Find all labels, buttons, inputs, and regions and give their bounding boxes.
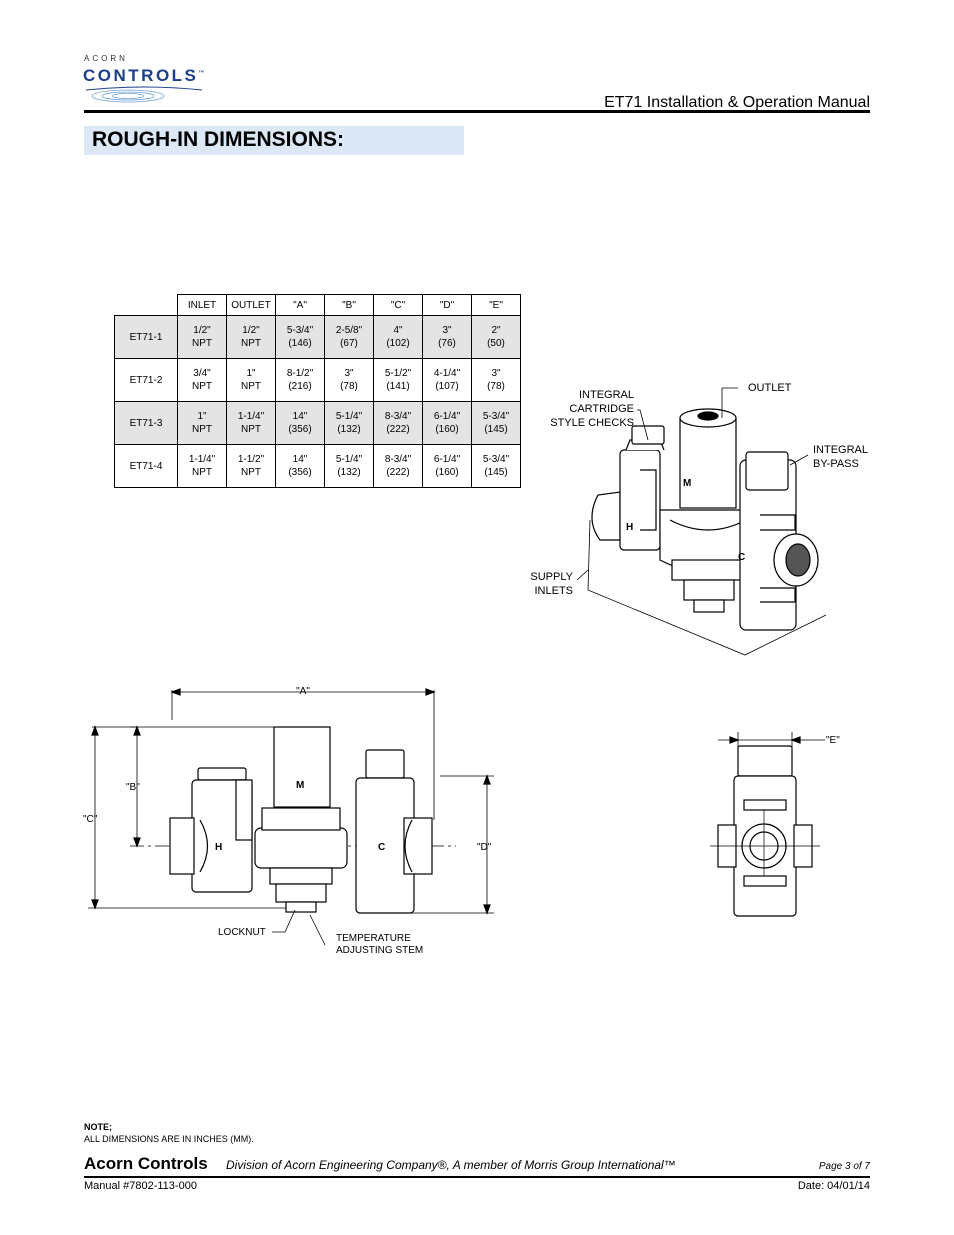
iso-letter-m: M <box>683 478 691 489</box>
dimension-c-label: "C" <box>83 814 98 825</box>
table-cell: 8-3/4"(222) <box>373 444 423 488</box>
logo-small-text: ACORN <box>84 54 128 63</box>
iso-label-checks-3: STYLE CHECKS <box>550 417 634 429</box>
logo: CONTROLS™ <box>83 66 207 86</box>
dimensions-table: INLET OUTLET "A" "B" "C" "D" "E" ET71-1 … <box>114 294 521 488</box>
table-cell: 2-5/8"(67) <box>324 315 374 359</box>
table-cell: 4"(102) <box>373 315 423 359</box>
table-cell: 5-1/2"(141) <box>373 358 423 402</box>
iso-label-checks-1: INTEGRAL <box>579 389 634 401</box>
dimension-b-label: "B" <box>126 782 140 793</box>
section-banner <box>84 126 464 155</box>
dimension-e-label: "E" <box>826 735 840 746</box>
side-view-drawing <box>710 732 825 917</box>
table-cell: 1-1/4"NPT <box>226 401 276 445</box>
isometric-valve-drawing <box>576 387 827 656</box>
table-cell: 1/2"NPT <box>226 315 276 359</box>
logo-tm: ™ <box>198 70 207 77</box>
section-title: ROUGH-IN DIMENSIONS: <box>92 128 344 151</box>
front-letter-m: M <box>296 780 304 791</box>
iso-label-supply-1: SUPPLY <box>530 571 573 583</box>
page-number: Page 3 of 7 <box>818 1161 870 1172</box>
iso-label-outlet: OUTLET <box>748 382 792 394</box>
stem-label-2: ADJUSTING STEM <box>336 945 423 956</box>
iso-letter-h: H <box>626 522 633 533</box>
document-date: Date: 04/01/14 <box>797 1180 870 1192</box>
manual-title: ET71 Installation & Operation Manual <box>604 94 870 111</box>
table-model-cell: ET71-3 <box>114 401 178 445</box>
note-heading: NOTE; <box>84 1122 112 1132</box>
iso-label-supply-2: INLETS <box>534 585 573 597</box>
table-cell: 6-1/4"(160) <box>422 401 472 445</box>
iso-label-checks-2: CARTRIDGE <box>569 403 634 415</box>
locknut-label: LOCKNUT <box>218 927 266 938</box>
iso-label-bypass-1: INTEGRAL <box>813 444 868 456</box>
iso-label-bypass-2: BY-PASS <box>813 458 859 470</box>
table-row: ET71-3 1"NPT 1-1/4"NPT 14"(356) 5-1/4"(1… <box>114 401 521 445</box>
front-letter-h: H <box>215 842 222 853</box>
manual-number: Manual #7802-113-000 <box>84 1180 197 1192</box>
table-cell: 5-3/4"(145) <box>471 444 521 488</box>
division-text: Division of Acorn Engineering Company®, … <box>226 1158 676 1172</box>
table-cell: 1"NPT <box>177 401 227 445</box>
table-cell: 3"(76) <box>422 315 472 359</box>
table-cell: 5-1/4"(132) <box>324 444 374 488</box>
table-cell: 5-1/4"(132) <box>324 401 374 445</box>
note-text: ALL DIMENSIONS ARE IN INCHES (MM). <box>84 1134 254 1144</box>
table-cell: 2"(50) <box>471 315 521 359</box>
table-cell: 14"(356) <box>275 401 325 445</box>
front-view-drawing <box>88 688 494 946</box>
logo-main-text: CONTROLS <box>83 66 199 85</box>
table-cell: 1-1/4"NPT <box>177 444 227 488</box>
table-header-row: INLET OUTLET "A" "B" "C" "D" "E" <box>114 294 521 316</box>
table-cell: 6-1/4"(160) <box>422 444 472 488</box>
stem-label-1: TEMPERATURE <box>336 933 411 944</box>
table-row: ET71-4 1-1/4"NPT 1-1/2"NPT 14"(356) 5-1/… <box>114 444 521 488</box>
table-cell: 1/2"NPT <box>177 315 227 359</box>
front-letter-c: C <box>378 842 385 853</box>
dimension-a-label: "A" <box>296 686 310 697</box>
iso-letter-c: C <box>738 552 745 563</box>
company-name: Acorn Controls <box>84 1154 208 1173</box>
table-cell: 5-3/4"(145) <box>471 401 521 445</box>
table-model-cell: ET71-4 <box>114 444 178 488</box>
dimension-d-label: "D" <box>477 842 492 853</box>
table-model-cell: ET71-1 <box>114 315 178 359</box>
table-row: ET71-1 1/2"NPT 1/2"NPT 5-3/4"(146) 2-5/8… <box>114 315 521 359</box>
table-cell: 5-3/4"(146) <box>275 315 325 359</box>
footer-rule <box>84 1176 870 1178</box>
table-cell: 14"(356) <box>275 444 325 488</box>
table-cell: 3"(78) <box>471 358 521 402</box>
header-rule <box>84 110 870 113</box>
logo-swoosh-icon <box>85 86 203 103</box>
table-row: ET71-2 3/4"NPT 1"NPT 8-1/2"(216) 3"(78) … <box>114 358 521 402</box>
